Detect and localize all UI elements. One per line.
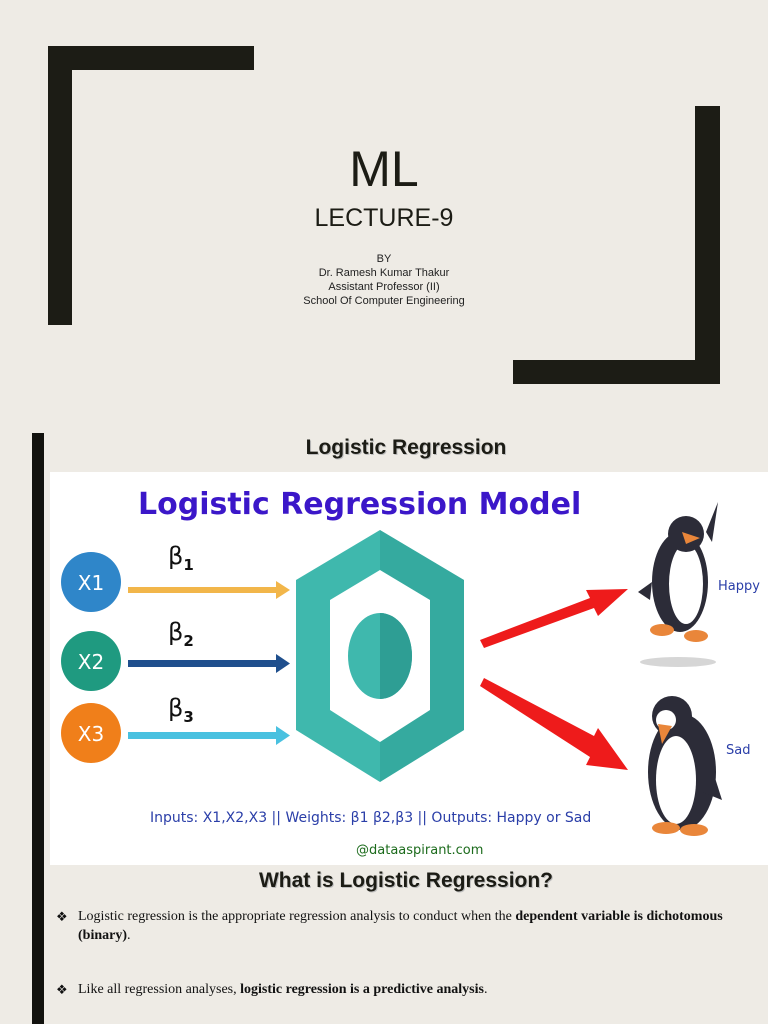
bullet-1-bold: dependent variable is dichotomous (binar… <box>78 909 723 943</box>
bullet-2-bold: logistic regression is a predictive anal… <box>240 982 484 997</box>
diagram-caption: Inputs: X1,X2,X3 || Weights: β1 β2,β3 ||… <box>150 810 591 826</box>
bullet-1-text: Logistic regression is the appropriate r… <box>78 909 516 924</box>
arrow-x3 <box>128 726 290 745</box>
arrow-happy <box>480 589 628 648</box>
model-hexagon <box>296 530 464 782</box>
output-happy-label: Happy <box>718 579 760 594</box>
what-is-heading: What is Logistic Regression? <box>258 869 554 892</box>
frame-bar-bottom-right-h <box>513 360 720 384</box>
diagram-svg: Logistic Regression Model X1 X2 X3 β1 β2… <box>61 487 760 858</box>
bullet-2-text: Like all regression analyses, <box>78 982 241 997</box>
arrow-x1 <box>128 581 290 599</box>
frame-bar-bottom-right-v <box>695 106 720 384</box>
bullet-2-symbol: ❖ <box>56 982 68 997</box>
weight-beta1: β1 <box>168 542 194 574</box>
author-name: Dr. Ramesh Kumar Thakur <box>318 267 450 279</box>
output-sad-label: Sad <box>726 743 750 758</box>
slide-title: ML <box>349 141 419 197</box>
slide-subtitle: LECTURE-9 <box>314 204 454 232</box>
bullet-1: ❖ Logistic regression is the appropriate… <box>56 909 723 943</box>
input-x3: X3 <box>61 703 121 763</box>
by-label: BY <box>376 253 392 265</box>
input-x1: X1 <box>61 552 121 612</box>
diagram-credit: @dataaspirant.com <box>356 843 483 858</box>
input-x3-label: X3 <box>78 722 104 746</box>
slide-title-2: Logistic Regression <box>305 436 507 459</box>
input-x2-label: X2 <box>78 650 104 674</box>
input-x2: X2 <box>61 631 121 691</box>
sad-penguin-icon <box>648 696 722 836</box>
frame-bar-top-left-h <box>48 46 254 70</box>
author-position: Assistant Professor (II) <box>328 281 440 293</box>
bullet-1-symbol: ❖ <box>56 909 68 924</box>
logistic-regression-diagram: Logistic Regression Model X1 X2 X3 β1 β2… <box>50 472 768 865</box>
input-x1-label: X1 <box>78 571 104 595</box>
arrow-sad <box>480 678 628 770</box>
author-school: School Of Computer Engineering <box>303 295 465 307</box>
arrow-x2 <box>128 654 290 673</box>
frame-bar-top-left-v <box>48 46 72 325</box>
weight-beta2: β2 <box>168 618 194 650</box>
weight-beta3: β3 <box>168 694 194 726</box>
bullet-2: ❖ Like all regression analyses, logistic… <box>56 982 488 997</box>
diagram-heading: Logistic Regression Model <box>138 487 581 522</box>
slide-accent-bar <box>32 433 44 1024</box>
happy-penguin-icon <box>638 502 718 667</box>
